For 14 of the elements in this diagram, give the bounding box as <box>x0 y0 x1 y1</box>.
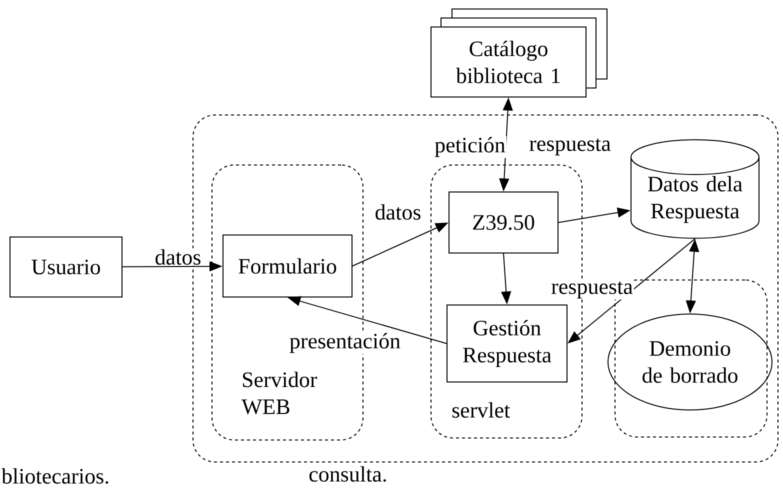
database-cylinder: Datos dela Respuesta <box>630 139 760 239</box>
process-box: Formulario <box>222 234 352 298</box>
process-box: Gestión Respuesta <box>446 304 568 382</box>
caption-text: bliotecarios. <box>0 467 111 485</box>
process-box: Usuario <box>10 236 122 298</box>
process-box: Z39.50 <box>448 192 558 254</box>
edge-label: datos <box>374 203 422 221</box>
edge-label: respuesta <box>550 280 634 300</box>
edge-label: presentación <box>288 332 402 354</box>
label-text: respuesta <box>528 137 612 157</box>
caption-text: consulta. <box>308 465 388 483</box>
edge-label: datos <box>154 248 202 266</box>
edge-label: petición <box>434 136 506 158</box>
stacked-documents-box: Catálogo biblioteca 1 <box>430 8 608 98</box>
